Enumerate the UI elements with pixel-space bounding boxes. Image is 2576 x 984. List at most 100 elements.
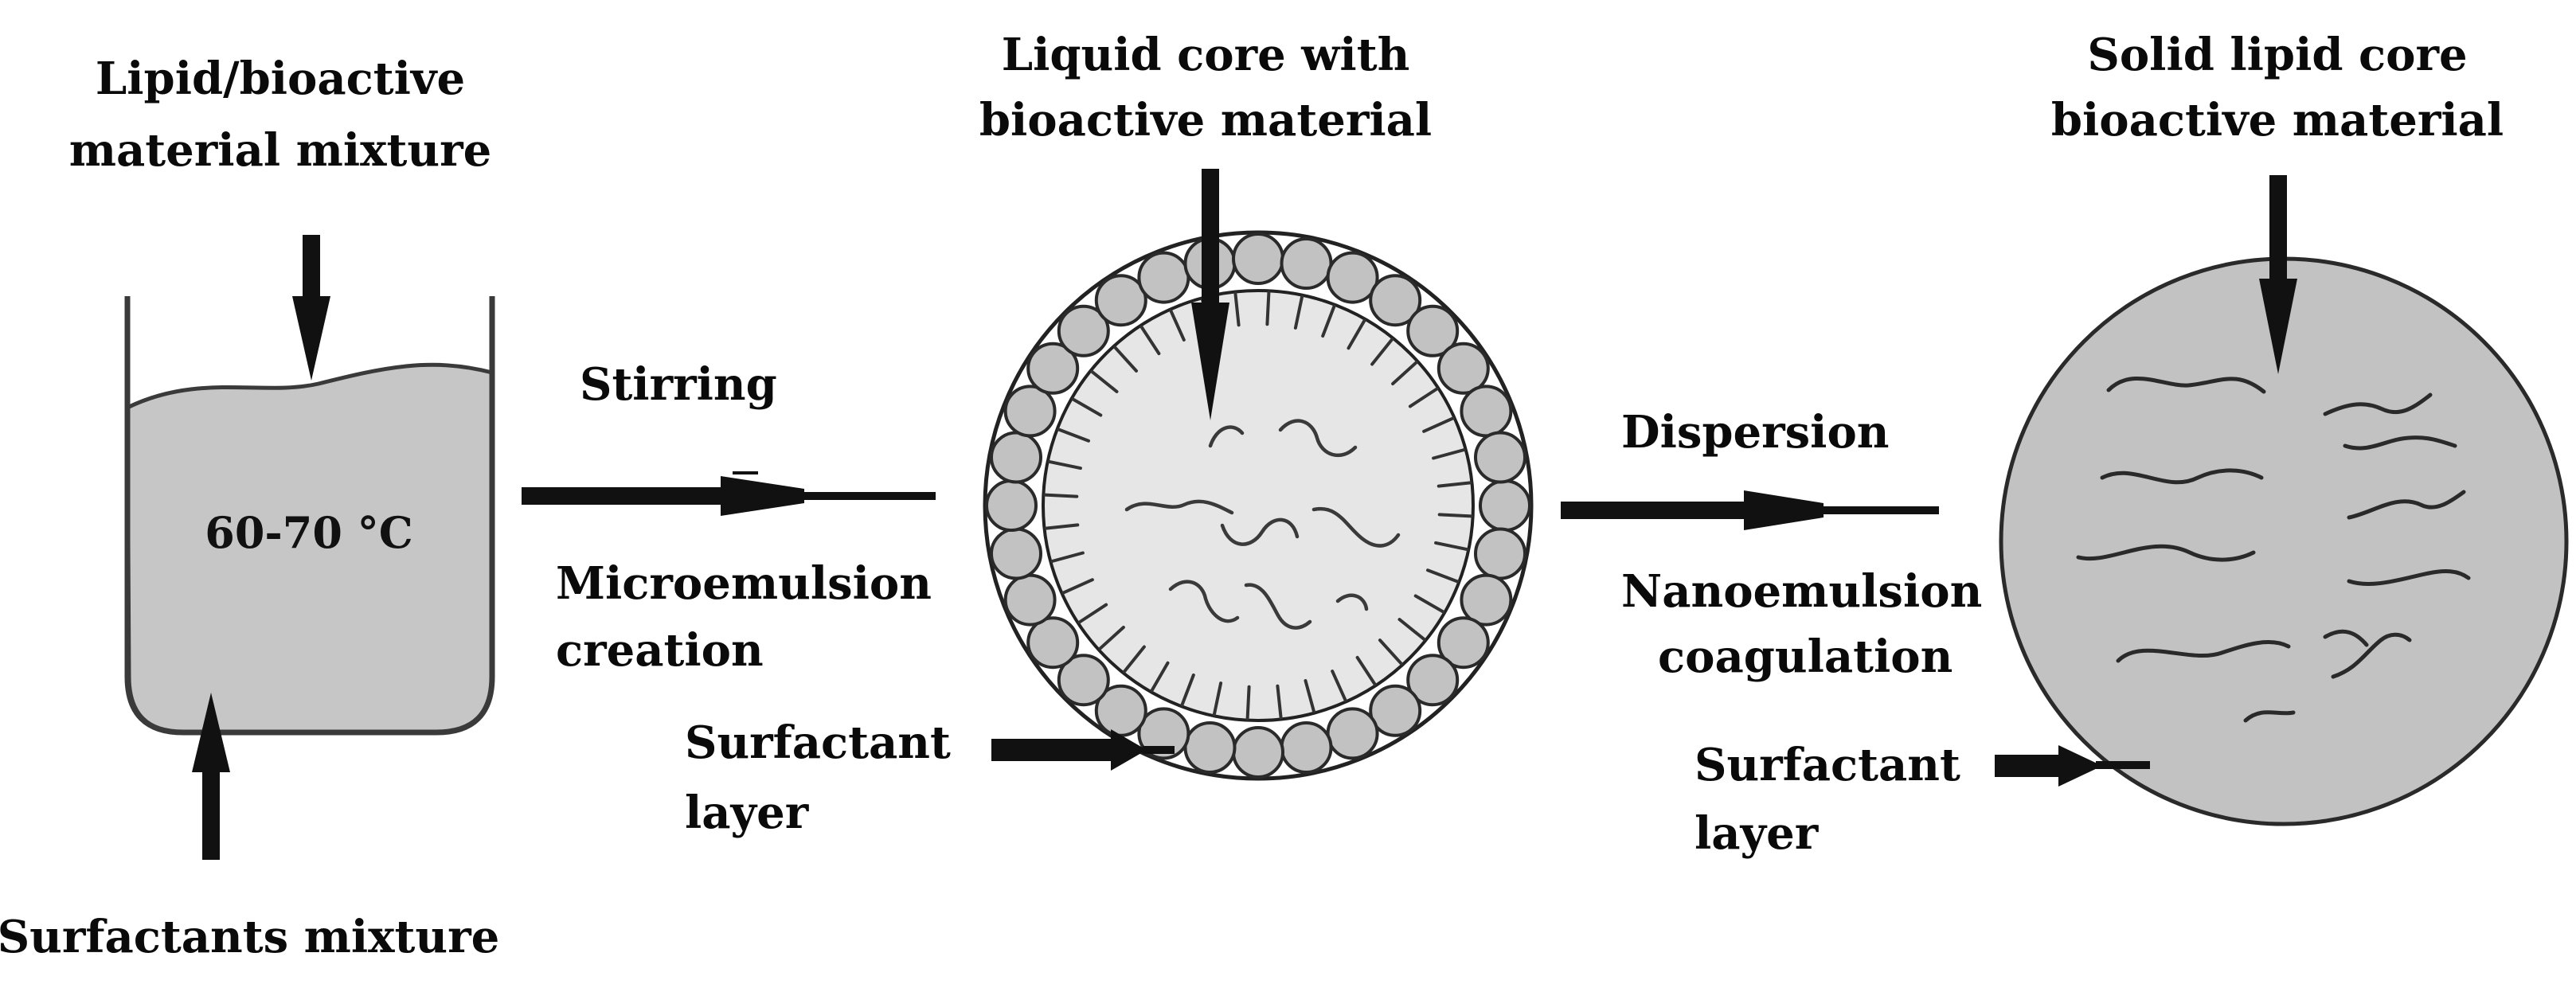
surfactant-head <box>1137 707 1190 760</box>
surfactant-tail <box>1043 493 1079 498</box>
surfactant-tail <box>1304 679 1315 713</box>
solid-core-squiggles <box>2076 376 2471 723</box>
nanoemulsion-label-line2: coagulation <box>1658 631 1953 683</box>
surfactant-heads <box>985 232 1531 779</box>
surfactant-head <box>1474 527 1526 580</box>
surfactant-tail <box>1139 325 1161 356</box>
surfactant-tail <box>1426 568 1460 584</box>
surfactant-layer-2-label-line2: layer <box>1695 807 1820 860</box>
beaker-outline <box>124 296 495 736</box>
surfactant-tail <box>1057 428 1090 443</box>
surfactant-layer-1-label-line1: Surfactant <box>685 717 951 769</box>
surfactant-tail <box>1180 674 1195 707</box>
surfactant-tail <box>1347 318 1366 350</box>
surfactant-tail <box>1321 304 1336 338</box>
temperature-label: 60-70 °C <box>205 507 412 558</box>
stirring-label: Stirring <box>580 358 777 411</box>
surfactant-tail <box>1437 513 1473 518</box>
stirring-arrow <box>522 471 936 516</box>
surfactant-tail <box>1122 645 1146 674</box>
surfactant-head <box>1460 385 1513 438</box>
solid-core-pointer <box>2259 175 2297 374</box>
surfactant-tail <box>1098 626 1125 650</box>
surfactant-head <box>990 431 1042 484</box>
surfactant-tail <box>1437 481 1472 488</box>
surfactant-head <box>990 527 1042 580</box>
surfactant-head <box>1094 274 1147 327</box>
surfactant-head <box>1026 616 1080 670</box>
surfactant-layer-2-label-line1: Surfactant <box>1695 739 1960 791</box>
surfactant-tail <box>1355 655 1377 686</box>
surfactant-tail <box>1090 369 1119 393</box>
solid-core-label-line2: bioactive material <box>2051 94 2504 146</box>
surfactant-head <box>1003 385 1057 438</box>
bioactive-squiggles <box>1124 419 1401 630</box>
liquid-core-inner <box>1042 289 1475 722</box>
surfactant-head <box>1406 654 1460 707</box>
surfactant-head <box>1369 684 1422 737</box>
surfactant-tail <box>1150 661 1170 693</box>
surfactant-tail <box>1413 594 1445 614</box>
surfactant-head <box>1280 721 1333 774</box>
surfactant-head <box>1437 342 1490 395</box>
liquid-core-label-line2: bioactive material <box>979 94 1432 146</box>
surfactant-head <box>985 479 1038 532</box>
surfactant-layer-2-arrow <box>1995 745 2150 787</box>
surfactant-tail <box>1061 578 1094 595</box>
surfactant-tail <box>1169 309 1186 342</box>
surfactant-tail <box>1391 361 1418 385</box>
surfactant-tail <box>1432 448 1466 460</box>
surfactant-tail <box>1071 397 1103 417</box>
surfactant-head <box>1406 304 1460 357</box>
surfactant-head <box>1137 251 1190 304</box>
surfactants-mixture-label: Surfactants mixture <box>0 911 499 963</box>
surfactant-tail <box>1276 684 1283 720</box>
dispersion-arrow <box>1561 490 1939 530</box>
surfactant-tail <box>1044 523 1080 530</box>
surfactant-tail <box>1077 603 1108 624</box>
solid-core-particle <box>1999 256 2569 826</box>
surfactant-tail <box>1408 387 1439 408</box>
surfactant-tail <box>1265 291 1271 326</box>
surfactant-head <box>1026 342 1080 395</box>
surfactant-head <box>1183 721 1237 774</box>
surfactant-head <box>1003 573 1057 627</box>
surfactant-head <box>1280 237 1333 290</box>
surfactant-head <box>1326 251 1379 304</box>
surfactant-tail <box>1047 459 1082 471</box>
surfactants-input-arrow <box>192 693 230 860</box>
surfactant-tail <box>1293 295 1304 330</box>
surfactant-tail <box>1050 551 1085 563</box>
nanoemulsion-label-line1: Nanoemulsion <box>1621 565 1982 618</box>
surfactant-tail <box>1212 681 1223 717</box>
liquid-core-label-line1: Liquid core with <box>1002 29 1410 81</box>
surfactant-tail <box>1233 291 1241 327</box>
liquid-core-particle <box>983 230 1534 781</box>
surfactant-head <box>1479 479 1531 532</box>
surfactant-head <box>1057 654 1110 707</box>
surfactant-head <box>1460 573 1513 627</box>
lipid-input-arrow <box>292 235 330 381</box>
microemulsion-label-line1: Microemulsion <box>556 557 932 610</box>
microemulsion-label-line2: creation <box>556 624 764 677</box>
surfactant-layer-1-arrow <box>991 729 1175 771</box>
surfactant-tail <box>1370 338 1394 366</box>
surfactant-tail <box>1245 685 1251 720</box>
surfactant-head <box>1232 726 1284 779</box>
dispersion-label: Dispersion <box>1621 406 1890 459</box>
lipid-mixture-label-line1: Lipid/bioactive <box>96 53 465 105</box>
surfactant-head <box>1369 274 1422 327</box>
surfactant-head <box>1232 232 1284 285</box>
beaker-icon <box>124 296 495 736</box>
surfactant-head <box>1474 431 1526 484</box>
surfactant-tail <box>1378 638 1403 666</box>
surfactant-head <box>1326 707 1379 760</box>
surfactant-head <box>1437 616 1490 670</box>
surfactant-tail <box>1331 670 1347 702</box>
surfactant-tail <box>1113 346 1138 373</box>
surfactant-head <box>1057 304 1110 357</box>
solid-core-label-line1: Solid lipid core <box>2087 29 2467 81</box>
surfactant-tail <box>1422 416 1455 433</box>
